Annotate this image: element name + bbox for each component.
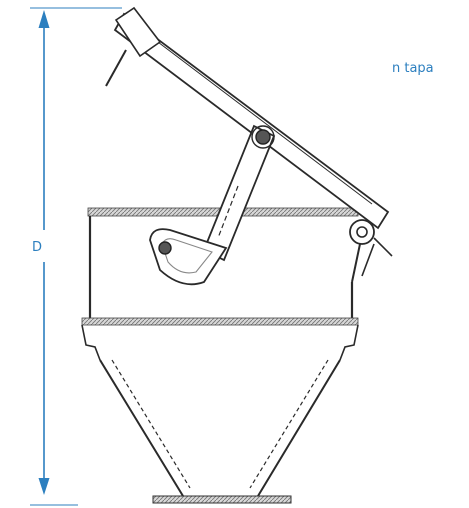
cone-left-inner <box>111 359 191 489</box>
dimension-arrow-bottom <box>38 478 50 495</box>
linkage-arm <box>149 124 276 286</box>
hinge-latch-arm <box>361 243 375 277</box>
hinge-latch-left <box>351 243 361 283</box>
lid-inner-edge <box>149 35 373 205</box>
outlet-flange <box>152 495 292 504</box>
link-upper-bar <box>202 124 276 262</box>
hopper-cone <box>81 324 359 504</box>
dimension-d <box>30 7 122 506</box>
link-upper-slot <box>217 185 239 239</box>
body-bottom-flange <box>81 317 359 326</box>
lid-handle <box>114 6 162 58</box>
lid-note-label: n tapa <box>392 61 434 76</box>
link-upper-pivot-bolt <box>255 129 271 145</box>
cone-right-inner <box>249 359 329 489</box>
dimension-arrow-top <box>38 10 50 28</box>
lid-assembly <box>105 6 393 283</box>
link-upper-pivot-ring <box>251 125 275 149</box>
cone-right-shoulder <box>339 324 359 361</box>
link-lower-bracket-inner <box>161 238 213 274</box>
cone-left-shoulder <box>81 324 101 361</box>
cone-left-outer <box>99 359 184 497</box>
dimension-label: D <box>32 240 42 255</box>
lid-plate <box>113 12 390 230</box>
hinge-latch-right <box>373 237 393 257</box>
cone-right-outer <box>257 359 341 497</box>
link-lower-pivot-bolt <box>158 241 172 255</box>
lid-hinge-pin <box>356 226 368 238</box>
lid-handle-rod <box>105 49 127 87</box>
